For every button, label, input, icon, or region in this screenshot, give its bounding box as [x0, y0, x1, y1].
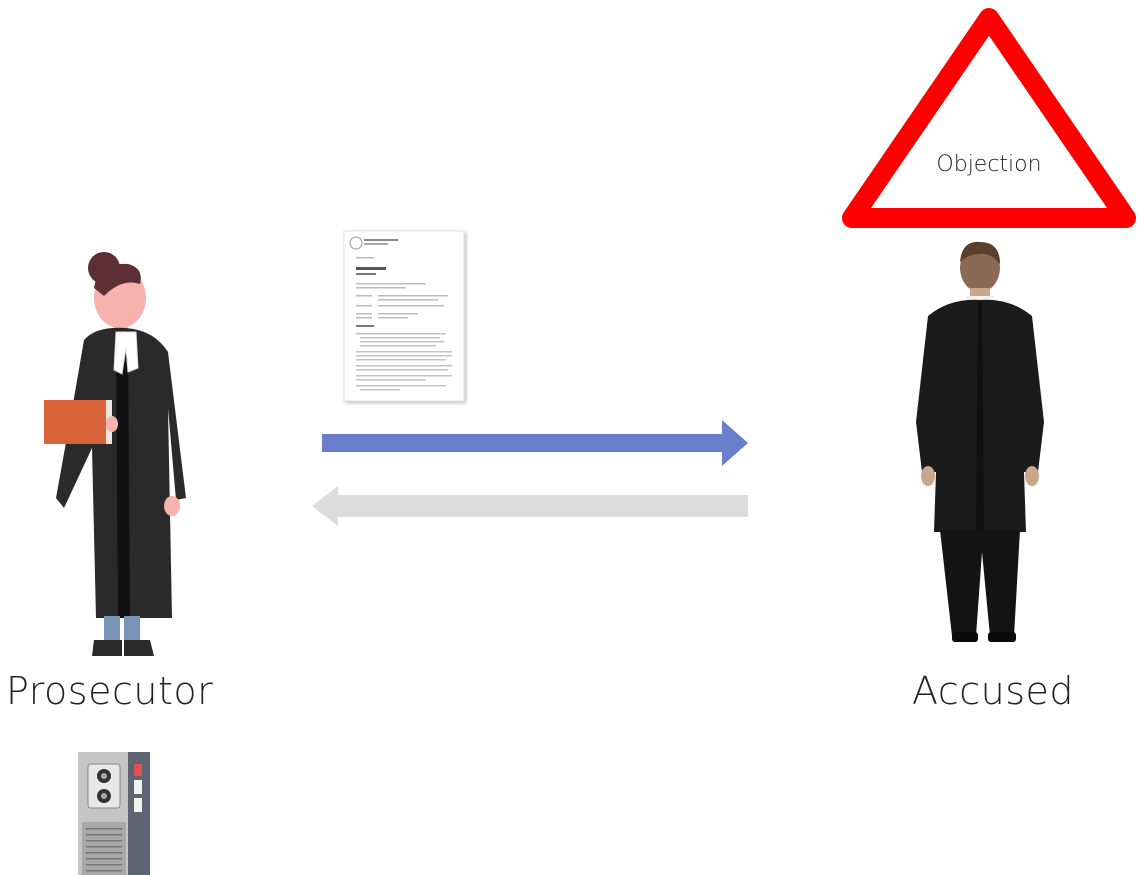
prosecutor-icon — [44, 252, 186, 656]
objection-label: Objection — [936, 152, 1042, 177]
prosecutor-label: Prosecutor — [6, 669, 214, 713]
voice-recorder-icon — [78, 752, 150, 875]
arrow-to-prosecutor — [312, 486, 748, 526]
accused-icon — [800, 232, 1090, 668]
accused-label: Accused — [912, 669, 1074, 713]
document-icon — [343, 230, 465, 402]
warning-triangle-icon — [842, 8, 1136, 228]
arrow-to-accused — [322, 420, 748, 466]
